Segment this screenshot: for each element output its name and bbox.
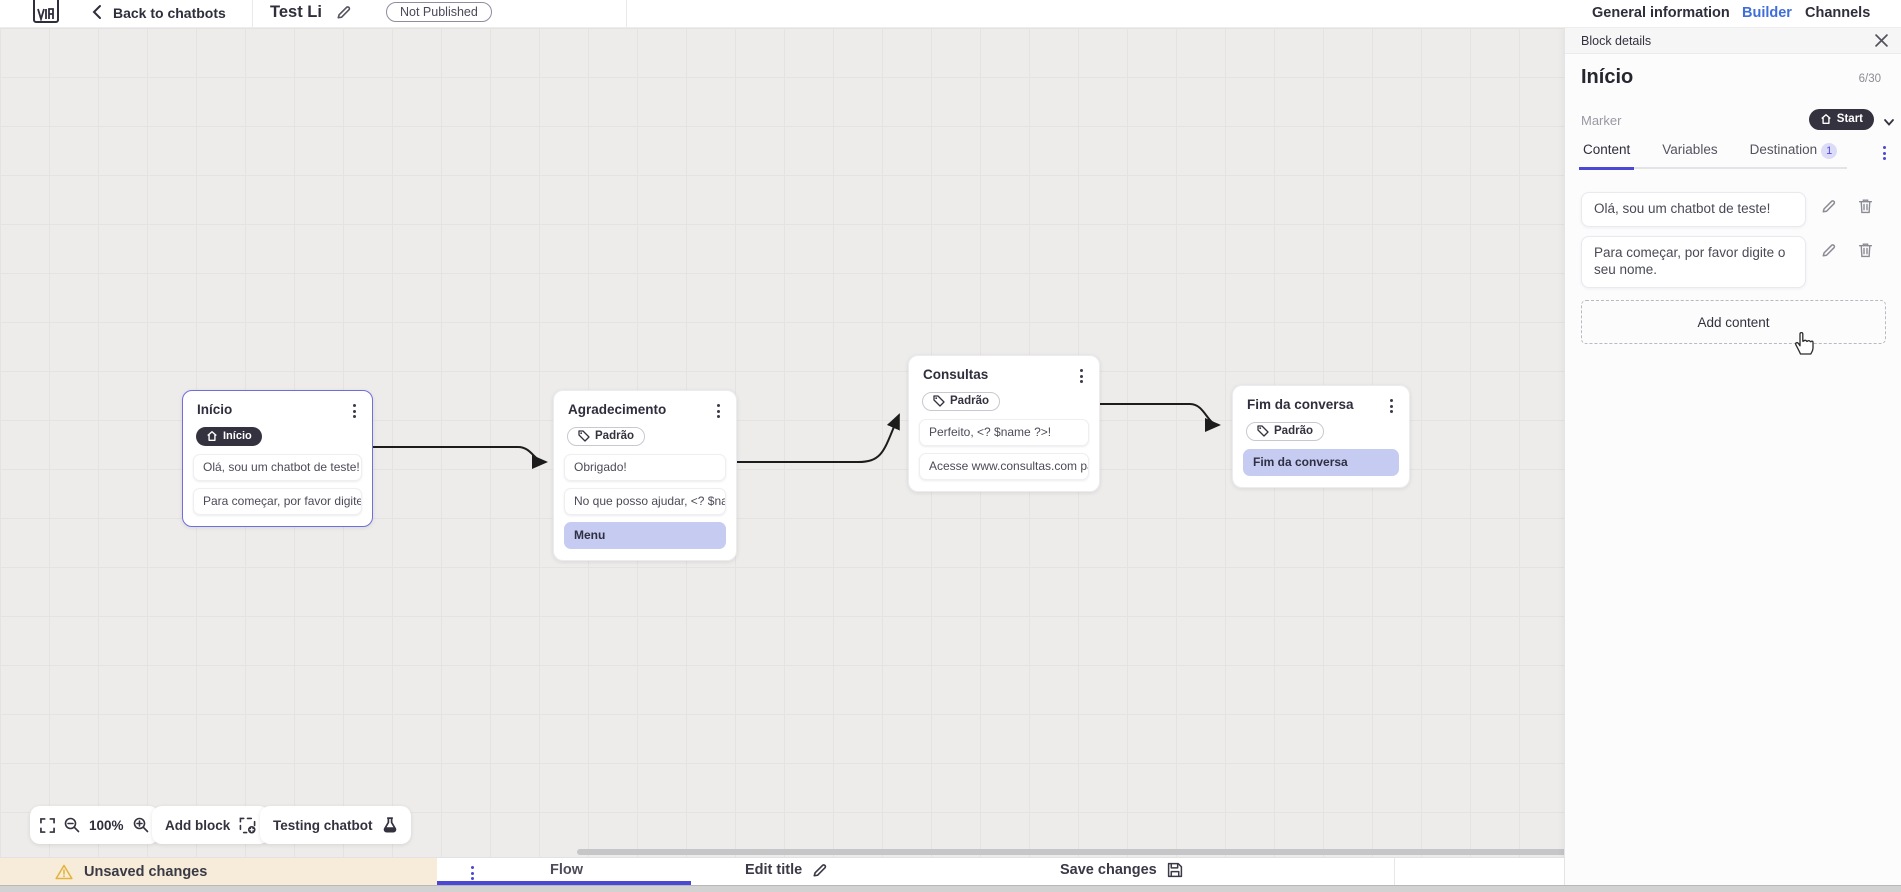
zoom-in-icon[interactable] xyxy=(133,817,149,833)
block-title: Fim da conversa xyxy=(1247,397,1354,412)
block-title: Consultas xyxy=(923,367,989,382)
marker-start-pill[interactable]: Start xyxy=(1808,109,1874,130)
edit-message-pencil-icon[interactable] xyxy=(1821,242,1837,258)
edit-message-pencil-icon[interactable] xyxy=(1821,198,1837,214)
padrao-tag-pill: Padrão xyxy=(1246,422,1324,441)
padrao-tag-pill: Padrão xyxy=(567,427,645,446)
testing-chatbot-label: Testing chatbot xyxy=(273,817,373,833)
block-title: Agradecimento xyxy=(568,402,667,417)
save-floppy-icon xyxy=(1167,862,1182,878)
logo-glyph-icon xyxy=(37,8,54,21)
home-icon xyxy=(207,431,217,441)
back-chevron-icon[interactable] xyxy=(90,4,106,25)
tag-icon xyxy=(933,395,945,407)
destination-count-badge: 1 xyxy=(1821,143,1838,159)
warning-triangle-icon xyxy=(55,864,73,879)
message-card[interactable]: Perfeito, <? $name ?>! xyxy=(919,419,1089,446)
back-to-chatbots-link[interactable]: Back to chatbots xyxy=(113,5,226,21)
message-card[interactable]: Para começar, por favor digite o ... xyxy=(193,488,362,515)
flow-canvas[interactable]: Início Início Olá, sou um chatbot de tes… xyxy=(0,28,1564,857)
flask-icon xyxy=(382,817,398,833)
block-fim-da-conversa[interactable]: Fim da conversa Padrão Fim da conversa xyxy=(1232,385,1410,488)
panel-kebab-icon[interactable] xyxy=(1880,144,1889,162)
connector-inicio-agradecimento xyxy=(373,446,548,469)
add-block-label: Add block xyxy=(165,817,231,833)
status-badge: Not Published xyxy=(386,2,492,22)
home-icon xyxy=(1821,114,1831,124)
close-icon[interactable] xyxy=(1875,34,1888,47)
bottombar-kebab-icon[interactable] xyxy=(468,864,477,882)
edit-title-pencil-icon[interactable] xyxy=(336,4,352,25)
delete-message-trash-icon[interactable] xyxy=(1858,198,1873,214)
tab-channels[interactable]: Channels xyxy=(1805,5,1871,21)
block-details-panel: Block details Início 6/30 Marker Start C… xyxy=(1564,28,1901,892)
flow-tab-active-underline xyxy=(437,881,691,885)
app-logo-icon[interactable] xyxy=(33,0,59,23)
save-changes-label: Save changes xyxy=(1060,862,1157,878)
tab-flow[interactable]: Flow xyxy=(550,862,584,878)
block-title: Início xyxy=(197,402,233,417)
destination-label: Destination xyxy=(1749,142,1818,157)
connector-consultas-fim xyxy=(1100,403,1221,432)
block-agradecimento[interactable]: Agradecimento Padrão Obrigado! No que po… xyxy=(553,390,737,561)
bottom-bar: Unsaved changes Flow Edit title Save cha… xyxy=(0,857,1564,885)
testing-chatbot-button[interactable]: Testing chatbot xyxy=(260,806,411,844)
block-menu-kebab-icon[interactable] xyxy=(1077,367,1086,385)
content-message-1[interactable]: Olá, sou um chatbot de teste! xyxy=(1581,192,1806,227)
content-message-2[interactable]: Para começar, por favor digite o seu nom… xyxy=(1581,236,1806,288)
fit-screen-icon[interactable] xyxy=(40,817,55,833)
char-counter: 6/30 xyxy=(1858,73,1881,85)
tag-icon xyxy=(1257,425,1269,437)
save-changes-button[interactable]: Save changes xyxy=(1060,862,1183,878)
connector-agradecimento-consultas xyxy=(737,413,900,463)
tab-builder[interactable]: Builder xyxy=(1742,5,1792,21)
edit-title-label: Edit title xyxy=(745,862,803,878)
end-card[interactable]: Fim da conversa xyxy=(1243,449,1399,476)
delete-message-trash-icon[interactable] xyxy=(1858,242,1873,258)
tab-general-information[interactable]: General information xyxy=(1592,5,1730,21)
add-content-button[interactable]: Add content xyxy=(1581,300,1886,344)
message-card[interactable]: Acesse www.consultas.com par... xyxy=(919,453,1089,480)
bottombar-divider xyxy=(1394,858,1395,885)
block-menu-kebab-icon[interactable] xyxy=(350,402,359,420)
block-inicio[interactable]: Início Início Olá, sou um chatbot de tes… xyxy=(182,390,373,527)
message-card[interactable]: Olá, sou um chatbot de teste! xyxy=(193,454,362,481)
menu-card[interactable]: Menu xyxy=(564,522,726,549)
zoom-controls: 100% xyxy=(30,806,159,844)
window-bottom-strip xyxy=(0,885,1901,892)
topbar-divider xyxy=(626,0,627,27)
message-card[interactable]: Obrigado! xyxy=(564,454,726,481)
block-name-input[interactable]: Início xyxy=(1581,66,1634,88)
panel-title: Block details xyxy=(1581,33,1652,48)
panel-tab-content[interactable]: Content xyxy=(1579,140,1635,170)
topbar-divider xyxy=(252,0,253,27)
pencil-icon xyxy=(813,864,827,877)
horizontal-scrollbar[interactable] xyxy=(577,849,1564,855)
add-block-icon xyxy=(239,817,256,834)
start-marker-pill: Início xyxy=(196,427,262,446)
block-menu-kebab-icon[interactable] xyxy=(714,402,723,420)
zoom-out-icon[interactable] xyxy=(64,817,80,833)
panel-header: Block details xyxy=(1565,28,1901,54)
panel-tab-variables[interactable]: Variables xyxy=(1662,142,1718,157)
zoom-level: 100% xyxy=(89,817,124,833)
marker-label: Marker xyxy=(1581,113,1622,128)
tag-icon xyxy=(578,430,590,442)
add-block-button[interactable]: Add block xyxy=(152,806,270,844)
chevron-down-icon[interactable] xyxy=(1883,115,1895,133)
padrao-tag-pill: Padrão xyxy=(922,392,1000,411)
edit-title-button[interactable]: Edit title xyxy=(745,862,828,878)
top-bar: Back to chatbots Test Li Not Published G… xyxy=(0,0,1901,28)
unsaved-changes-badge: Unsaved changes xyxy=(0,858,437,885)
message-card[interactable]: No que posso ajudar, <? $name ... xyxy=(564,488,726,515)
block-consultas[interactable]: Consultas Padrão Perfeito, <? $name ?>! … xyxy=(908,355,1100,492)
block-menu-kebab-icon[interactable] xyxy=(1387,397,1396,415)
chatbot-title: Test Li xyxy=(270,3,322,21)
